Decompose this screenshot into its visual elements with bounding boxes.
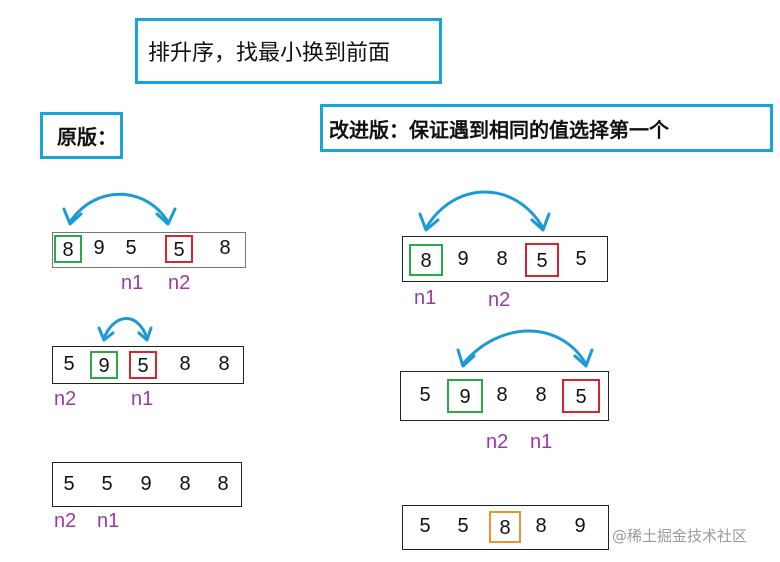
array-cell: 9 xyxy=(140,473,152,495)
improved-array-step-2: 5 9 8 8 5 xyxy=(400,371,609,421)
array-cell: 8 xyxy=(489,511,521,543)
original-array-step-3: 5 5 9 8 8 xyxy=(52,462,242,507)
arrow-head xyxy=(418,212,440,232)
array-cell: 5 xyxy=(125,237,137,259)
array-cell: 5 xyxy=(63,353,75,375)
arrow-head xyxy=(456,348,476,368)
array-cell: 8 xyxy=(496,384,508,406)
pointer-label: n2 xyxy=(54,510,77,532)
array-cell: 8 xyxy=(179,353,191,375)
arrow-head xyxy=(137,326,153,342)
array-cell: 5 xyxy=(165,235,193,263)
title-sort-ascending: 排升序，找最小换到前面 xyxy=(135,18,442,84)
title-sort-ascending-text: 排升序，找最小换到前面 xyxy=(148,41,391,66)
pointer-label: n1 xyxy=(530,431,553,453)
swap-arrow xyxy=(461,329,588,366)
array-cell: 5 xyxy=(63,473,75,495)
improved-array-step-1: 8 9 8 5 5 xyxy=(402,236,608,282)
array-cell: 8 xyxy=(535,384,547,406)
array-cell: 8 xyxy=(219,237,231,259)
pointer-label: n2 xyxy=(54,388,77,410)
array-cell: 9 xyxy=(447,379,483,413)
array-cell: 9 xyxy=(574,515,586,537)
arrow-head xyxy=(573,348,594,368)
array-cell: 8 xyxy=(409,244,443,276)
array-cell: 8 xyxy=(218,353,230,375)
pointer-label: n2 xyxy=(168,272,191,294)
array-cell: 5 xyxy=(575,248,587,270)
array-cell: 8 xyxy=(496,248,508,270)
title-original-version-text: 原版： xyxy=(57,125,117,149)
array-cell: 5 xyxy=(562,379,600,413)
pointer-label: n2 xyxy=(486,431,509,453)
title-original-version: 原版： xyxy=(40,112,123,159)
array-cell: 5 xyxy=(419,515,431,537)
array-cell: 8 xyxy=(54,235,82,263)
original-array-step-2: 5 9 5 8 8 xyxy=(52,346,244,384)
array-cell: 9 xyxy=(93,237,105,259)
array-cell: 5 xyxy=(457,515,469,537)
arrow-head xyxy=(530,212,551,232)
array-cell: 8 xyxy=(535,515,547,537)
array-cell: 8 xyxy=(179,473,191,495)
array-cell: 5 xyxy=(419,384,431,406)
array-cell: 5 xyxy=(101,473,113,495)
title-improved-version-text: 改进版：保证遇到相同的值选择第一个 xyxy=(329,117,669,142)
array-cell: 5 xyxy=(129,351,157,379)
pointer-label: n1 xyxy=(414,287,437,309)
arrow-head xyxy=(97,326,115,342)
arrow-head xyxy=(62,207,83,226)
improved-array-step-3: 5 5 8 8 9 xyxy=(402,505,609,550)
arrow-head xyxy=(155,207,177,226)
pointer-label: n1 xyxy=(121,272,144,294)
pointer-label: n1 xyxy=(131,388,154,410)
pointer-label: n2 xyxy=(488,289,511,311)
swap-arrow xyxy=(424,190,545,230)
pointer-label: n1 xyxy=(97,510,120,532)
array-cell: 5 xyxy=(525,243,559,277)
original-array-step-1: 8 9 5 5 8 xyxy=(52,232,246,268)
array-cell: 8 xyxy=(217,473,229,495)
swap-arrow xyxy=(68,192,170,224)
title-improved-version: 改进版：保证遇到相同的值选择第一个 xyxy=(320,104,773,152)
array-cell: 9 xyxy=(90,351,118,379)
swap-arrow xyxy=(102,317,149,340)
watermark: @稀土掘金技术社区 xyxy=(612,527,748,545)
array-cell: 9 xyxy=(457,248,469,270)
